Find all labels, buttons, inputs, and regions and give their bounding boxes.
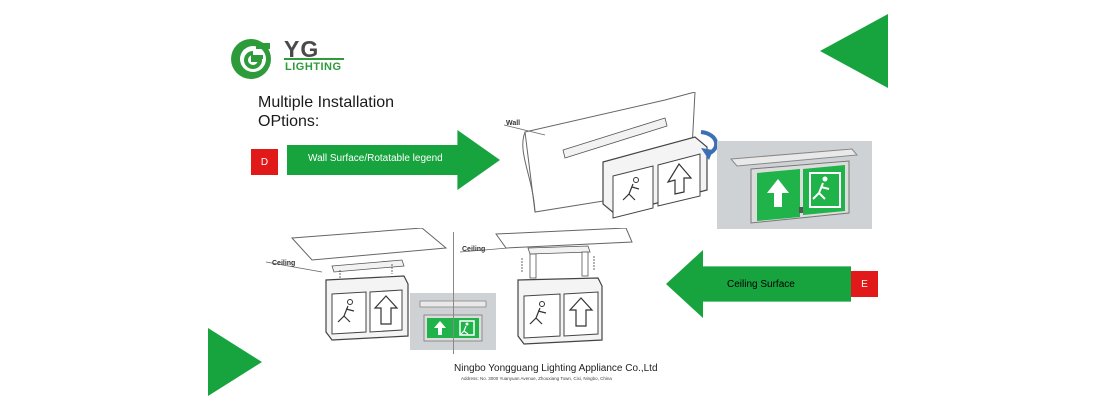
decorative-triangle-bottom-left xyxy=(208,328,262,396)
footer-company: Ningbo Yongguang Lighting Appliance Co.,… xyxy=(454,363,658,374)
logo-brand-text: YG xyxy=(284,36,320,62)
ceiling-label-left: Ceiling xyxy=(272,260,296,267)
wall-mount-photo xyxy=(717,141,872,229)
ceiling-mount-drawing-right xyxy=(459,228,633,345)
option-e-badge: E xyxy=(851,271,878,297)
ceiling-label-right: Ceiling xyxy=(462,246,486,253)
footer-address: Address: No. 3000 Yuanyuan Avenue, Zhoux… xyxy=(461,376,612,381)
title-line-2: OPtions: xyxy=(258,113,320,130)
option-e-label: Ceiling Surface xyxy=(727,279,795,290)
option-d-label: Wall Surface/Rotatable legend xyxy=(308,153,443,164)
page-title: Multiple Installation OPtions: xyxy=(258,93,438,131)
logo-sub-text: LIGHTING xyxy=(285,61,342,73)
wall-label: Wall xyxy=(506,120,521,127)
title-line-1: Multiple Installation xyxy=(258,94,395,111)
decorative-triangle-top-right xyxy=(820,14,888,88)
drawing-divider xyxy=(453,232,454,354)
option-d-badge: D xyxy=(251,149,278,175)
yg-logo-icon xyxy=(231,39,271,79)
logo-divider xyxy=(284,58,344,60)
wall-mount-drawing xyxy=(503,92,718,219)
ceiling-mount-drawing-left xyxy=(265,228,448,341)
